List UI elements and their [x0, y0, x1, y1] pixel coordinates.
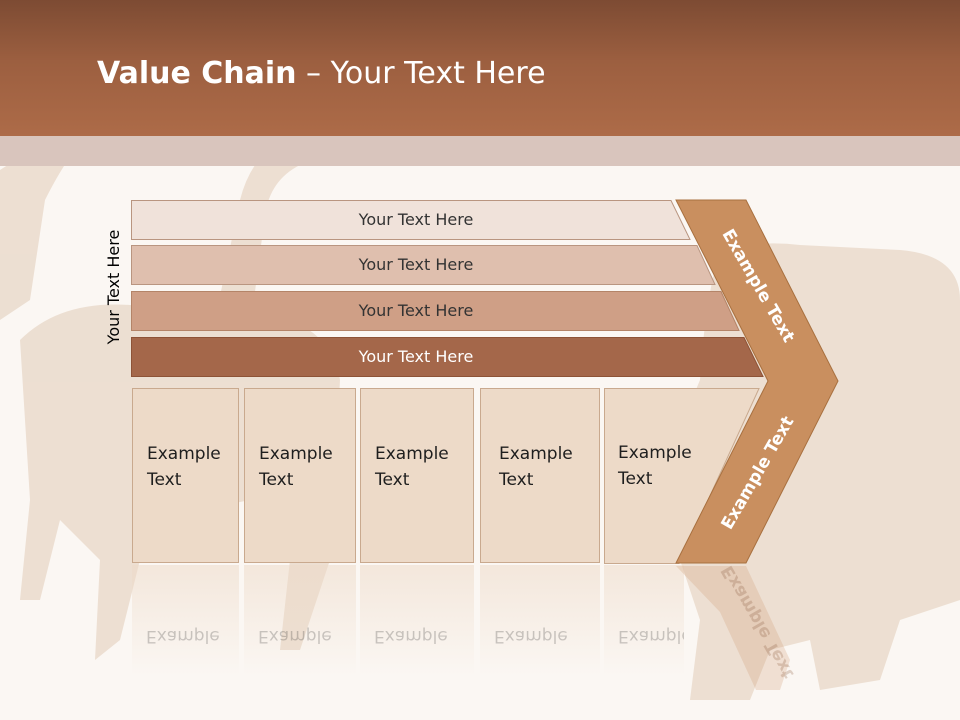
title-rest: – Your Text Here: [296, 56, 546, 91]
header-bar: [0, 0, 960, 136]
activity-line-1: Example: [499, 444, 573, 464]
slide-title: Value Chain – Your Text Here: [97, 52, 546, 96]
activity-line-1: Example: [375, 444, 449, 464]
support-bar-1: Your Text Here: [131, 200, 691, 240]
activity-box-reflection: Example: [360, 565, 474, 695]
support-bar-2: Your Text Here: [131, 245, 716, 285]
activity-box-reflection: Example: [480, 565, 600, 695]
activity-line-2: Text: [259, 470, 294, 490]
bar-label: Your Text Here: [358, 210, 474, 229]
title-bold: Value Chain: [97, 56, 297, 91]
header-stripe: [0, 136, 960, 166]
activity-line-1: Example: [147, 444, 221, 464]
activity-box-reflection: Example: [604, 565, 684, 695]
activity-line-2: Text: [618, 469, 653, 489]
activity-box-reflection: Example: [244, 565, 356, 695]
activity-line-1: Example: [618, 443, 692, 463]
bar-label: Your Text Here: [358, 255, 474, 274]
activity-line-2: Text: [375, 470, 410, 490]
bar-shape: [131, 337, 764, 377]
support-bar-3: Your Text Here: [131, 291, 740, 331]
bar-label: Your Text Here: [358, 301, 474, 320]
activity-line-2: Text: [499, 470, 534, 490]
bar-shape: [131, 291, 740, 331]
bar-label: Your Text Here: [358, 347, 474, 366]
activity-line-2: Text: [147, 470, 182, 490]
activity-box-reflection: Example: [132, 565, 239, 695]
bar-shape: [131, 200, 691, 240]
bar-shape: [131, 245, 716, 285]
activity-line-1: Example: [259, 444, 333, 464]
support-bar-4: Your Text Here: [131, 337, 764, 377]
